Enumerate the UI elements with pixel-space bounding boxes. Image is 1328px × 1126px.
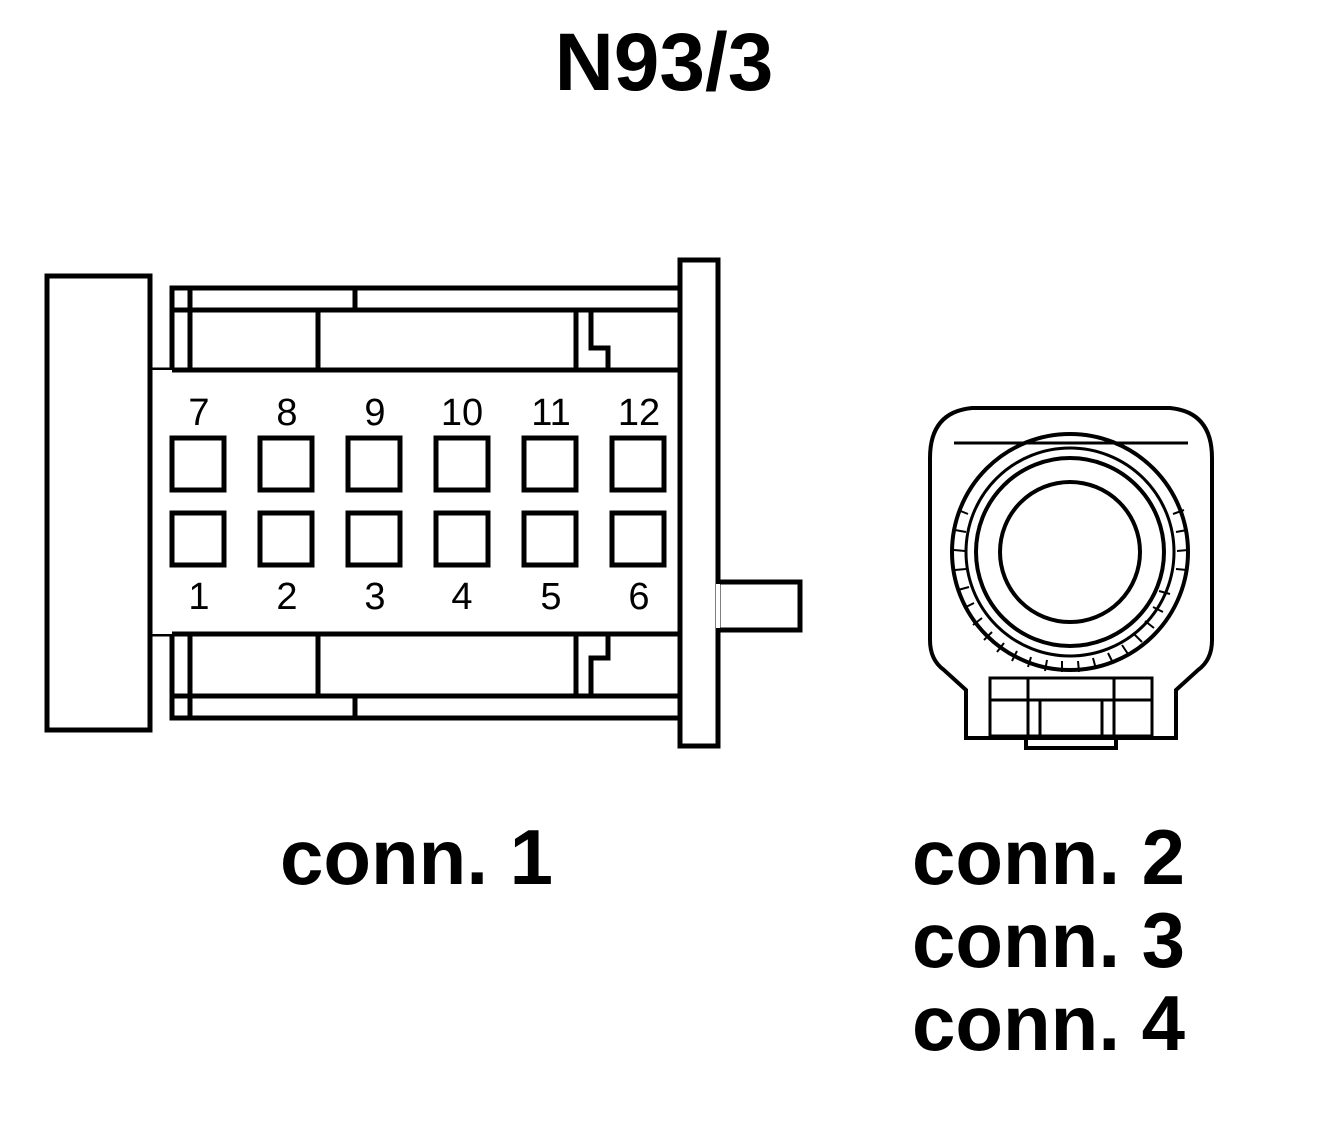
- pin-label-11: 11: [531, 392, 570, 434]
- pin-label-6: 6: [628, 576, 649, 618]
- pin-cavity-3: [345, 510, 403, 568]
- pin-label-3: 3: [364, 576, 385, 618]
- pin-label-5: 5: [540, 576, 561, 618]
- pin-cavity-6: [609, 510, 667, 568]
- pin-cavity-1: [169, 510, 227, 568]
- pin-label-9: 9: [364, 392, 385, 434]
- pin-cavity-5: [521, 510, 579, 568]
- pin-cavity-10: [433, 435, 491, 493]
- connector-1-housing: [44, 257, 803, 749]
- pin-cavity-8: [257, 435, 315, 493]
- pin-label-8: 8: [276, 392, 297, 434]
- connector-2-housing: [928, 406, 1214, 750]
- pin-cavities: [169, 435, 667, 568]
- pin-cavity-2: [257, 510, 315, 568]
- pin-cavity-4: [433, 510, 491, 568]
- pin-label-1: 1: [188, 576, 209, 618]
- pin-label-7: 7: [188, 392, 209, 434]
- diagram-title: N93/3: [554, 17, 774, 108]
- pin-label-12: 12: [618, 392, 660, 434]
- connector-4-label: conn. 4: [912, 979, 1186, 1067]
- pin-numbers: 7 8 9 10 11 12 1 2 3 4 5 6: [188, 392, 660, 618]
- pin-cavity-9: [345, 435, 403, 493]
- pin-cavity-7: [169, 435, 227, 493]
- connector-2-label: conn. 2: [912, 813, 1186, 901]
- knurl-ridges: [953, 509, 1189, 673]
- pin-label-10: 10: [441, 392, 483, 434]
- pin-cavity-11: [521, 435, 579, 493]
- connector-1-label: conn. 1: [280, 813, 554, 901]
- pin-label-2: 2: [276, 576, 297, 618]
- connector-3-label: conn. 3: [912, 896, 1186, 984]
- connector-2-3-4-labels: conn. 2 conn. 3 conn. 4: [912, 818, 1185, 1067]
- pin-label-4: 4: [451, 576, 472, 618]
- pin-cavity-12: [609, 435, 667, 493]
